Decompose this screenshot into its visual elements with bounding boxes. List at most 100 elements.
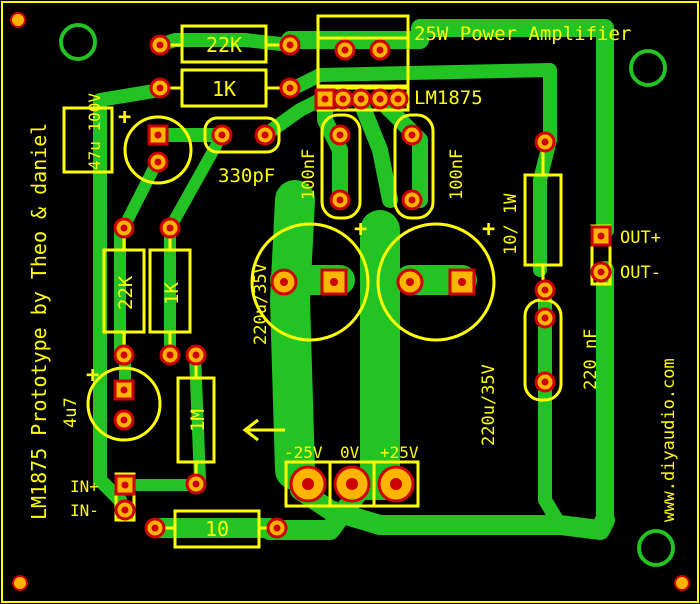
pad-ic-2-drill bbox=[339, 95, 347, 103]
cap-330pf-label: 330pF bbox=[218, 165, 275, 187]
cap-4u7-label: 4u7 bbox=[61, 397, 81, 428]
pad-1k-top-l-drill bbox=[156, 84, 164, 92]
pad-100n-l-b-drill bbox=[336, 196, 344, 204]
pad-1k-top-r-drill bbox=[286, 84, 294, 92]
trace-bottom-cross-a bbox=[290, 480, 615, 540]
out-minus-label: OUT- bbox=[620, 263, 661, 283]
trace-10-1w bbox=[533, 133, 557, 277]
cap-100nf-right-label: 100nF bbox=[447, 149, 467, 200]
pad-in-plus-drill bbox=[121, 481, 129, 489]
pad-330p-l-drill bbox=[218, 131, 226, 139]
cap-47u-outline bbox=[123, 115, 193, 185]
pad-330p-r-drill bbox=[261, 131, 269, 139]
mounting-hole-br bbox=[637, 529, 675, 567]
r-1k-left-label: 1K bbox=[161, 282, 183, 305]
r-22k-top-label: 22K bbox=[206, 33, 242, 57]
pads-layer bbox=[10, 12, 690, 591]
trace-top-bus bbox=[281, 19, 614, 239]
trace-left-neg bbox=[270, 180, 315, 490]
pad-10w-b-drill bbox=[541, 286, 549, 294]
pad-22k-top-l-drill bbox=[156, 41, 164, 49]
pad-in-minus-drill bbox=[121, 506, 129, 514]
pad-47u-pos-drill bbox=[154, 131, 162, 139]
pad-power-neg-drill bbox=[302, 478, 314, 490]
pad-220nf-b-drill bbox=[541, 378, 549, 386]
r-22k-left-label: 22K bbox=[115, 275, 137, 310]
pad-100n-r-t-drill bbox=[408, 131, 416, 139]
polarity-47u: + bbox=[118, 105, 131, 130]
pad-power-pos-drill bbox=[390, 478, 402, 490]
pad-220u-right-neg-drill bbox=[406, 278, 414, 286]
mounting-pad-br bbox=[674, 575, 690, 591]
trace-220nf bbox=[538, 283, 567, 532]
big-cap-pads bbox=[270, 268, 476, 296]
trace-1k-right bbox=[283, 63, 557, 147]
pad-100n-r-b-drill bbox=[408, 196, 416, 204]
board-title: 25W Power Amplifier bbox=[414, 23, 631, 45]
pad-220u-right-pos-drill bbox=[458, 278, 466, 286]
polarity-marks: + + + + bbox=[86, 105, 495, 388]
pad-100n-l-t-drill bbox=[336, 131, 344, 139]
pad-ic-3-drill bbox=[357, 95, 365, 103]
pad-1m-t-drill bbox=[192, 351, 200, 359]
ic-lm1875-tab bbox=[316, 14, 410, 40]
pad-10-b-r-drill bbox=[273, 524, 281, 532]
power-pos-label: +25V bbox=[380, 443, 419, 462]
power-neg-label: -25V bbox=[284, 443, 323, 462]
pad-10-b-l-drill bbox=[151, 524, 159, 532]
cap-100nf-left-label: 100nF bbox=[299, 149, 319, 200]
pad-4u7-neg-drill bbox=[120, 416, 128, 424]
r-1k-top-label: 1K bbox=[212, 77, 236, 101]
arrow-head bbox=[242, 418, 259, 442]
r-10-bottom-label: 10 bbox=[205, 517, 229, 541]
cap-47u-label-box bbox=[62, 106, 114, 174]
in-plus-label: IN+ bbox=[70, 477, 99, 496]
pad-22k-l-b-drill bbox=[120, 351, 128, 359]
trace-330p-right bbox=[258, 93, 327, 142]
pad-220u-left-neg-drill bbox=[280, 278, 288, 286]
pad-ic-1-drill bbox=[321, 95, 329, 103]
trace-left-rail bbox=[93, 83, 167, 507]
polarity-220u-right: + bbox=[482, 217, 495, 242]
pad-out-minus-drill bbox=[597, 268, 605, 276]
power-connector-outline bbox=[284, 460, 420, 508]
cap-4u7-outline bbox=[86, 366, 162, 442]
mounting-pad-tl bbox=[10, 12, 26, 28]
ic-label: LM1875 bbox=[414, 87, 483, 109]
cap-47u-label: 47u 100V bbox=[85, 93, 104, 170]
website-text: www.diyaudio.com bbox=[659, 358, 679, 522]
pad-22k-l-t-drill bbox=[120, 224, 128, 232]
cap-220u-left-outline bbox=[250, 222, 370, 342]
pad-ic-tab-a-drill bbox=[341, 46, 349, 54]
pad-ic-4-drill bbox=[376, 95, 384, 103]
r-10-1w-label: 10/ 1W bbox=[501, 193, 521, 255]
in-minus-label: IN- bbox=[70, 501, 99, 520]
component-pads bbox=[113, 34, 612, 539]
mounting-pad-bl bbox=[12, 575, 28, 591]
pad-out-plus-drill bbox=[597, 232, 605, 240]
power-gnd-label: 0V bbox=[340, 443, 360, 462]
pad-ic-5-drill bbox=[394, 95, 402, 103]
pad-1m-b-drill bbox=[192, 480, 200, 488]
cap-220nf-label: 220 nF bbox=[581, 329, 601, 390]
pad-220nf-t-drill bbox=[541, 314, 549, 322]
pad-1k-l-t-drill bbox=[166, 224, 174, 232]
pad-ic-tab-b-drill bbox=[376, 46, 384, 54]
pad-47u-neg-drill bbox=[154, 158, 162, 166]
cap-220u-right-label: 220u/35V bbox=[479, 364, 499, 446]
labels-layer: 25W Power Amplifier LM1875 22K 1K 330pF … bbox=[27, 23, 679, 541]
cap-100nf-left-outline bbox=[320, 113, 362, 220]
out-plus-label: OUT+ bbox=[620, 228, 661, 248]
silkscreen-layer bbox=[62, 14, 612, 549]
credit-text: LM1875 Prototype by Theo & daniel bbox=[27, 123, 51, 520]
pad-220u-left-pos-drill bbox=[330, 278, 338, 286]
mounting-hole-tr bbox=[629, 49, 667, 87]
mounting-hole-tl bbox=[59, 23, 97, 61]
pad-power-gnd-drill bbox=[346, 478, 358, 490]
polarity-220u-left: + bbox=[354, 217, 367, 242]
cap-330pf-outline bbox=[203, 116, 281, 154]
pad-10w-t-drill bbox=[541, 138, 549, 146]
pad-22k-top-r-drill bbox=[286, 41, 294, 49]
